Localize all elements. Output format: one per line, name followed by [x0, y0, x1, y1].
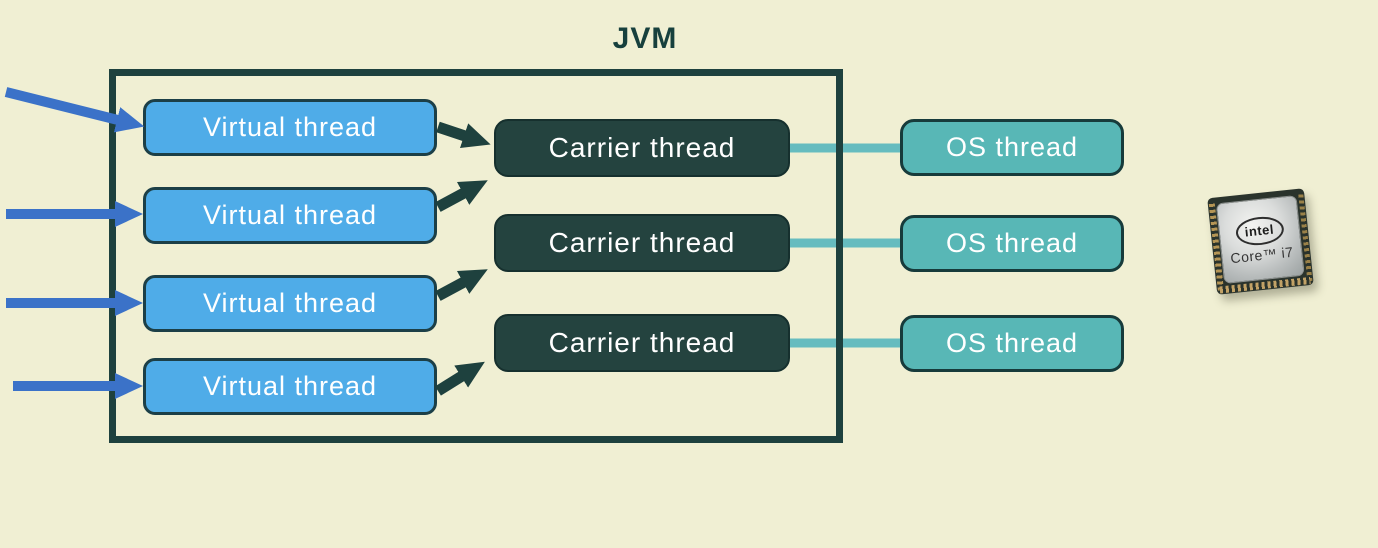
virtual-thread-label: Virtual thread: [202, 112, 378, 142]
virtual-thread-box: Virtual thread: [143, 358, 437, 415]
os-thread-label: OS thread: [945, 228, 1079, 258]
carrier-thread-label: Carrier thread: [548, 327, 736, 358]
virtual-thread-box: Virtual thread: [143, 99, 437, 156]
incoming-arrow: [4, 87, 145, 133]
os-thread-box: OS thread: [900, 119, 1124, 176]
jvm-boundary-box: [109, 69, 843, 443]
os-thread-box: OS thread: [900, 215, 1124, 272]
virtual-thread-box: Virtual thread: [143, 187, 437, 244]
virtual-thread-box: Virtual thread: [143, 275, 437, 332]
virtual-thread-label: Virtual thread: [202, 200, 378, 230]
os-thread-label: OS thread: [945, 132, 1079, 162]
cpu-heat-spreader: intel Core™ i7: [1215, 194, 1305, 285]
intel-logo-text: intel: [1244, 221, 1275, 240]
os-thread-box: OS thread: [900, 315, 1124, 372]
cpu-model-label: Core™ i7: [1229, 243, 1295, 266]
carrier-thread-label: Carrier thread: [548, 132, 736, 163]
carrier-thread-label: Carrier thread: [548, 227, 736, 258]
jvm-title: JVM: [612, 22, 678, 55]
carrier-thread-box: Carrier thread: [494, 214, 790, 272]
cpu-chip: intel Core™ i7: [1207, 188, 1314, 295]
intel-logo: intel: [1234, 214, 1285, 247]
virtual-thread-label: Virtual thread: [202, 371, 378, 401]
carrier-thread-box: Carrier thread: [494, 314, 790, 372]
carrier-thread-box: Carrier thread: [494, 119, 790, 177]
os-thread-label: OS thread: [945, 328, 1079, 358]
virtual-thread-label: Virtual thread: [202, 288, 378, 318]
